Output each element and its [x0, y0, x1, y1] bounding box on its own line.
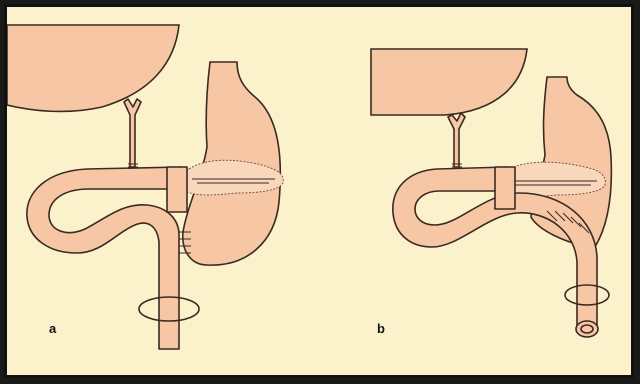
panel-b-bowel-lumen: [576, 321, 598, 337]
panel-a-liver: [7, 25, 179, 111]
panel-b-pancreatic-anastomosis: [495, 167, 515, 209]
figure-drawing: [7, 7, 631, 375]
panel-a-drawing: [7, 25, 283, 349]
panel-b-liver: [371, 49, 527, 115]
panel-b-label: b: [377, 321, 385, 336]
panel-a-label: a: [49, 321, 56, 336]
anatomy-figure: a b: [4, 4, 634, 378]
panel-a-pancreatic-anastomosis: [167, 167, 187, 212]
panel-b-bile-duct: [448, 113, 465, 167]
panel-b-drawing: [371, 49, 611, 337]
panel-a-bile-duct: [124, 99, 141, 167]
